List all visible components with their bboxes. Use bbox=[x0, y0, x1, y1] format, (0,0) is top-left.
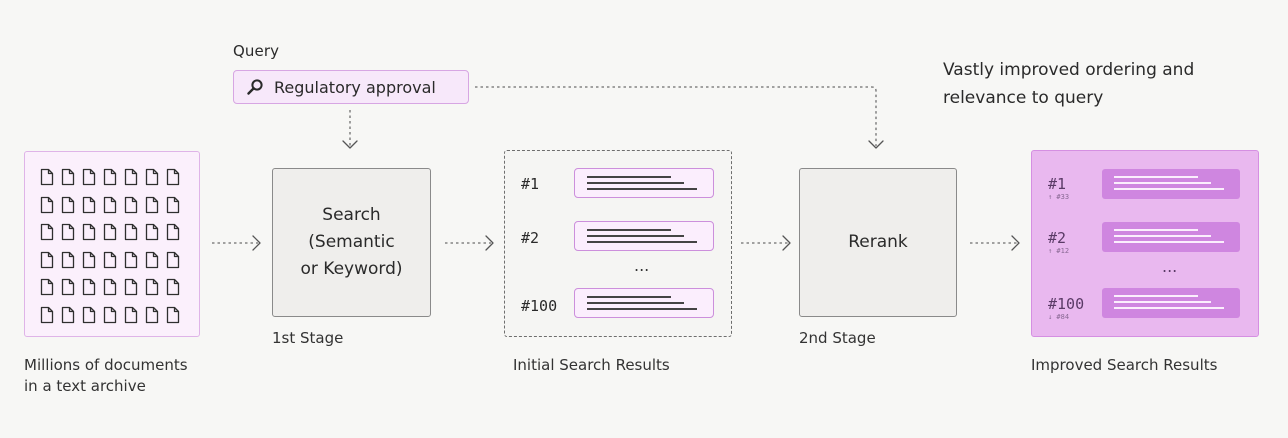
arrowhead-icon bbox=[782, 235, 791, 251]
document-icon bbox=[40, 251, 54, 268]
document-icon bbox=[166, 251, 180, 268]
document-icon bbox=[145, 278, 159, 296]
improved-ellipsis: ... bbox=[1162, 257, 1178, 276]
query-text: Regulatory approval bbox=[274, 77, 436, 97]
improved-previous-rank-100: ↓ #84 bbox=[1048, 313, 1070, 321]
document-icon bbox=[124, 223, 138, 241]
query-to-rerank-arrow-line bbox=[475, 86, 877, 146]
document-icon bbox=[166, 196, 180, 213]
initial-rank-2: #2 bbox=[521, 229, 540, 247]
document-icon bbox=[145, 251, 159, 268]
document-icon bbox=[145, 168, 159, 186]
arrowhead-icon bbox=[252, 235, 261, 251]
initial-results-panel: #1 #2 ... #100 bbox=[504, 150, 732, 337]
document-icon bbox=[82, 168, 96, 186]
improved-result-card bbox=[1102, 222, 1240, 252]
document-icon bbox=[124, 251, 138, 268]
magnifier-icon bbox=[247, 79, 263, 95]
first-stage-search-box: Search (Semantic or Keyword) bbox=[272, 168, 431, 317]
second-stage-caption: 2nd Stage bbox=[799, 329, 876, 347]
document-icon bbox=[61, 223, 75, 241]
improved-results-caption: Improved Search Results bbox=[1031, 356, 1218, 374]
initial-rank-100: #100 bbox=[521, 297, 558, 315]
query-input-box: Regulatory approval bbox=[233, 70, 469, 104]
archive-caption-line-1: Millions of documents bbox=[24, 356, 188, 374]
document-icon bbox=[124, 168, 138, 186]
improved-previous-rank-1: ↑ #33 bbox=[1048, 193, 1070, 201]
arrowhead-icon bbox=[342, 140, 358, 149]
document-icon bbox=[145, 306, 159, 323]
improved-result-card bbox=[1102, 169, 1240, 199]
improved-results-panel: #1 ↑ #33 #2 ↑ #12 ... #100 ↓ #84 bbox=[1031, 150, 1259, 337]
headline: Vastly improved ordering and relevance t… bbox=[943, 56, 1194, 112]
document-icon bbox=[61, 251, 75, 268]
improved-rank-2: #2 bbox=[1048, 229, 1067, 247]
document-icon bbox=[61, 306, 75, 323]
document-icon bbox=[82, 251, 96, 268]
headline-line-1: Vastly improved ordering and bbox=[943, 60, 1195, 80]
archive-caption-line-2: in a text archive bbox=[24, 377, 146, 395]
document-icon bbox=[40, 223, 54, 241]
improved-previous-rank-2: ↑ #12 bbox=[1048, 247, 1070, 255]
improved-rank-100: #100 bbox=[1048, 295, 1085, 313]
improved-result-card bbox=[1102, 288, 1240, 318]
document-icon bbox=[40, 168, 54, 186]
archive-caption: Millions of documents in a text archive bbox=[24, 355, 188, 397]
document-icon bbox=[103, 196, 117, 213]
document-icon bbox=[145, 223, 159, 241]
document-icon bbox=[145, 196, 159, 213]
document-icon bbox=[61, 196, 75, 213]
document-icon bbox=[103, 278, 117, 296]
document-icon bbox=[40, 278, 54, 296]
arrowhead-icon bbox=[1011, 235, 1020, 251]
document-archive bbox=[24, 151, 200, 337]
document-icon bbox=[166, 306, 180, 323]
document-icon bbox=[61, 278, 75, 296]
document-icon bbox=[40, 306, 54, 323]
initial-result-card bbox=[574, 221, 714, 251]
document-icon bbox=[103, 223, 117, 241]
document-icon bbox=[40, 196, 54, 213]
document-icon bbox=[82, 196, 96, 213]
document-icon bbox=[124, 306, 138, 323]
first-stage-caption: 1st Stage bbox=[272, 329, 344, 347]
query-heading: Query bbox=[233, 42, 280, 60]
document-icon bbox=[166, 168, 180, 186]
document-icon bbox=[103, 306, 117, 323]
search-label-line-3: or Keyword) bbox=[300, 259, 403, 279]
improved-rank-1: #1 bbox=[1048, 175, 1067, 193]
document-icon bbox=[103, 168, 117, 186]
document-icon bbox=[124, 278, 138, 296]
document-icon bbox=[166, 278, 180, 296]
initial-result-card bbox=[574, 168, 714, 198]
document-icon bbox=[82, 223, 96, 241]
arrowhead-icon bbox=[485, 235, 494, 251]
headline-line-2: relevance to query bbox=[943, 88, 1104, 108]
arrowhead-icon bbox=[868, 140, 884, 149]
second-stage-rerank-box: Rerank bbox=[799, 168, 957, 317]
document-icon bbox=[103, 251, 117, 268]
initial-rank-1: #1 bbox=[521, 175, 540, 193]
search-label-line-2: (Semantic bbox=[308, 232, 395, 252]
initial-ellipsis: ... bbox=[634, 256, 650, 275]
document-icon bbox=[124, 196, 138, 213]
rerank-label: Rerank bbox=[848, 232, 908, 252]
document-icon bbox=[82, 278, 96, 296]
initial-results-caption: Initial Search Results bbox=[513, 356, 670, 374]
initial-result-card bbox=[574, 288, 714, 318]
document-grid bbox=[40, 168, 181, 324]
document-icon bbox=[61, 168, 75, 186]
document-icon bbox=[82, 306, 96, 323]
search-label-line-1: Search bbox=[322, 205, 381, 225]
document-icon bbox=[166, 223, 180, 241]
